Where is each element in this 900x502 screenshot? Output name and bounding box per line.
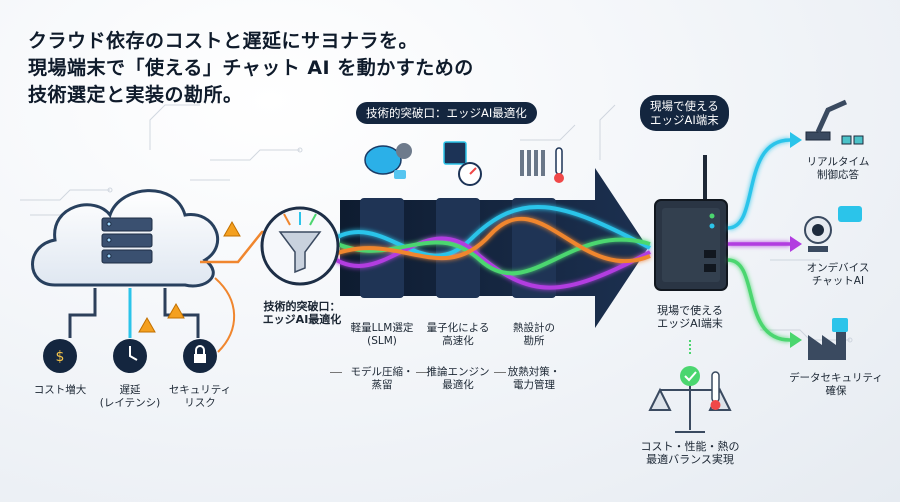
- headline-line-2: 現場端末で「使える」チャット AI を動かすための: [28, 57, 474, 79]
- heatsink-icon: [520, 150, 545, 176]
- camera-chat-icon: [804, 206, 862, 252]
- technique-detail-inference: 推論エンジン 最適化: [426, 366, 490, 391]
- detail-divider: [494, 372, 506, 373]
- issue-label-latency: 遅延 (レイテンシ): [99, 384, 161, 409]
- tag-icon: [394, 170, 406, 179]
- technique-title-thermal: 熱設計の 勘所: [513, 322, 555, 347]
- technique-title-slm: 軽量LLM選定 (SLM): [350, 322, 414, 347]
- funnel-icon: [278, 231, 322, 274]
- light-streams: [323, 204, 651, 290]
- pipeline-arrow: [340, 168, 648, 328]
- technique-title-quantization: 量子化による 高速化: [426, 322, 490, 347]
- technique-detail-power: 放熱対策・ 電力管理: [507, 366, 561, 391]
- headline: クラウド依存のコストと遅延にサヨナラを。 現場端末で「使える」チャット AI を…: [28, 28, 474, 109]
- detail-divider: [416, 372, 428, 373]
- issue-label-cost: コスト増大: [33, 384, 87, 396]
- technique-detail-compression: モデル圧縮・ 蒸留: [350, 366, 414, 391]
- issue-label-security: セキュリティ リスク: [168, 384, 232, 409]
- device-label: 現場で使える エッジAI端末: [657, 304, 723, 330]
- center-banner: 技術的突破口：エッジAI最適化: [356, 102, 537, 124]
- thermometer-icon: [555, 147, 563, 175]
- detail-divider: [330, 372, 342, 373]
- warning-icon: [138, 220, 241, 333]
- server-icon: [101, 217, 153, 264]
- headline-line-3: 技術選定と実装の勘所。: [28, 84, 243, 106]
- gear-icon: [396, 143, 412, 159]
- cost-icon: [43, 339, 77, 373]
- outcome-label-realtime: リアルタイム 制御応答: [806, 156, 870, 181]
- device-banner: 現場で使える エッジAI端末: [640, 95, 729, 131]
- factory-lock-icon: [808, 318, 848, 360]
- funnel-label: 技術的突破口： エッジAI最適化: [262, 300, 342, 326]
- scale-thermometer-icon: [711, 371, 720, 403]
- headline-line-1: クラウド依存のコストと遅延にサヨナラを。: [28, 30, 419, 52]
- balance-scale-icon: [648, 378, 732, 433]
- chip-icon: [443, 141, 467, 165]
- svg-text:$: $: [56, 349, 65, 365]
- balance-label: コスト・性能・熱の 最適バランス実現: [640, 440, 740, 466]
- output-streams: [727, 138, 791, 342]
- outcome-label-security: データセキュリティ 確保: [789, 372, 883, 397]
- checkmark-icon: [680, 366, 700, 386]
- circuit-traces: [20, 104, 853, 343]
- outcome-label-chat: オンデバイス チャットAI: [806, 262, 870, 287]
- robot-arm-icon: [805, 99, 864, 145]
- brain-icon: [364, 145, 402, 175]
